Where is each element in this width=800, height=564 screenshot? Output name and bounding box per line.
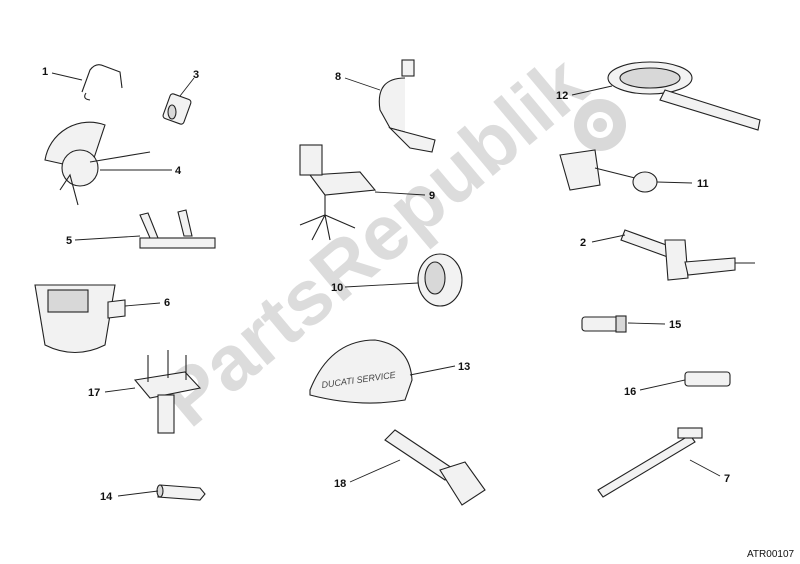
callout-12: 12 [556, 90, 568, 102]
callout-3: 3 [193, 69, 199, 81]
tool-17-support [104, 350, 202, 434]
callout-7: 7 [724, 473, 730, 485]
tool-10-ring [344, 253, 463, 307]
drawing-code: ATR00107 [747, 549, 795, 560]
tool-14-pin [117, 484, 206, 501]
tool-8-clamp [344, 59, 436, 153]
tool-12-ring-spanner [571, 61, 761, 131]
callout-15: 15 [669, 319, 681, 331]
tool-16-pin [639, 371, 731, 391]
tool-18-puller [349, 429, 486, 506]
tool-5-bracket [74, 209, 216, 249]
callout-6: 6 [164, 297, 170, 309]
callout-18: 18 [334, 478, 346, 490]
tool-15-pin [581, 315, 666, 333]
tool-6-gauge [34, 284, 161, 353]
tool-13-cover: DUCATI SERVICE [309, 339, 456, 404]
callout-5: 5 [66, 235, 72, 247]
tool-9-stand [299, 144, 426, 241]
callouts: 1 3 4 5 6 17 14 8 9 10 13 18 12 11 2 15 … [42, 66, 730, 503]
tool-1-hook [51, 64, 123, 101]
callout-2: 2 [580, 237, 586, 249]
callout-17: 17 [88, 387, 100, 399]
callout-8: 8 [335, 71, 341, 83]
tool-2-tool [591, 229, 755, 281]
callout-11: 11 [697, 178, 709, 190]
gear-icon [574, 99, 626, 151]
callout-1: 1 [42, 66, 48, 78]
tool-11-insert [559, 149, 693, 193]
callout-16: 16 [624, 386, 636, 398]
callout-10: 10 [331, 282, 343, 294]
callout-14: 14 [100, 491, 113, 503]
callout-13: 13 [458, 361, 470, 373]
tool-7-rod [597, 427, 721, 498]
callout-4: 4 [175, 165, 182, 177]
tool-4-degree-wheel [44, 121, 172, 206]
tool-3-bush [162, 77, 195, 125]
callout-9: 9 [429, 190, 435, 202]
